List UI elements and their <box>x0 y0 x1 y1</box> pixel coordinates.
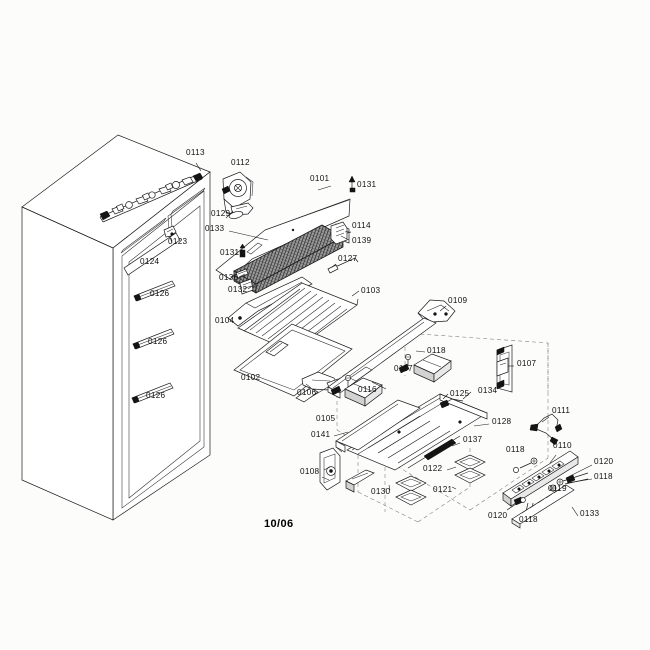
pad-0121-upper <box>395 475 427 492</box>
cabinet-top-slot-right <box>170 187 206 215</box>
screw-0131-lower <box>239 243 246 258</box>
clip-0132 <box>239 278 254 295</box>
part-callout-0137: 0137 <box>463 435 483 444</box>
part-callout-0123: 0123 <box>168 237 188 246</box>
clip-0136 <box>235 268 249 279</box>
part-callout-0126: 0126 <box>148 337 168 346</box>
screw-0116-left <box>345 375 351 387</box>
cabinet-side-face <box>21 206 114 521</box>
callout-label-layer: 0113 0123 0124 0126 0126 0126 0112 0129 0133 0101… <box>140 148 614 524</box>
part-callout-0129: 0129 <box>211 209 231 218</box>
control-strip-0110 <box>502 450 579 507</box>
part-callout-0131: 0131 <box>357 180 377 189</box>
pad-0122-lower <box>454 467 486 484</box>
screw-0119 <box>549 484 557 492</box>
part-callout-0139: 0139 <box>352 236 372 245</box>
part-callout-0126: 0126 <box>150 289 170 298</box>
duct-0104 <box>227 276 313 327</box>
part-callout-0125: 0125 <box>450 389 470 398</box>
rail-assembly-group <box>295 299 549 523</box>
part-callout-0120: 0120 <box>488 511 508 520</box>
cabinet-top-slot-left <box>120 217 167 254</box>
part-callout-0130: 0130 <box>371 487 391 496</box>
part-callout-0118: 0118 <box>594 472 613 481</box>
part-callout-0109: 0109 <box>448 296 468 305</box>
part-callout-0118: 0118 <box>506 445 525 454</box>
hinge-0108 <box>319 446 343 491</box>
part-callout-0136: 0136 <box>219 273 239 282</box>
part-callout-0106: 0106 <box>297 388 317 397</box>
screw-0131-top <box>348 175 356 193</box>
cabinet-liner-outline <box>121 190 205 509</box>
lower-rail-assembly <box>346 393 488 471</box>
cabinet-plate-0124 <box>123 232 181 276</box>
part-callout-0113: 0113 <box>186 148 205 157</box>
dark-strip-0137 <box>423 438 457 461</box>
pad-0122-upper <box>454 454 486 471</box>
part-callout-0127: 0127 <box>338 254 358 263</box>
part-callout-0103: 0103 <box>361 286 381 295</box>
fan-motor-housing-0112 <box>221 171 254 216</box>
cabinet-handle-0126-b <box>132 328 175 350</box>
frame-0141 <box>335 399 421 453</box>
cabinet-bracket-0123 <box>163 225 177 238</box>
cabinet-assembly <box>21 134 211 521</box>
wedge-block-0118 <box>413 353 452 383</box>
screw-0116-right <box>405 354 411 366</box>
part-callout-0110: 0110 <box>553 441 572 450</box>
cabinet-liner-inner <box>128 205 201 499</box>
part-callout-0118: 0118 <box>427 346 446 355</box>
part-callout-0111: 0111 <box>552 406 570 415</box>
part-callout-0112: 0112 <box>231 158 250 167</box>
rod-0127 <box>332 257 359 269</box>
part-callout-0124: 0124 <box>140 257 160 266</box>
control-panel-assembly <box>502 413 589 529</box>
part-callout-0131: 0131 <box>220 248 240 257</box>
wire-harness-0111 <box>529 413 563 446</box>
base-plate-0102 <box>233 323 353 397</box>
part-callout-0114: 0114 <box>352 221 371 230</box>
arrow-0117 <box>398 363 410 374</box>
part-callout-0105: 0105 <box>316 414 336 423</box>
arrow-0116 <box>330 385 342 396</box>
side-bracket-0107 <box>496 344 513 393</box>
part-callout-0128: 0128 <box>492 417 512 426</box>
part-callout-0104: 0104 <box>215 316 235 325</box>
part-callout-0132: 0132 <box>228 285 248 294</box>
condenser-assembly <box>215 171 359 327</box>
date-stamp: 10/06 <box>264 518 294 530</box>
part-callout-0117: 0117 <box>394 364 413 373</box>
part-callout-0126: 0126 <box>146 391 166 400</box>
part-callout-0116: 0116 <box>358 385 377 394</box>
clamp-0129 <box>228 202 254 219</box>
connector-block-0114 <box>330 221 352 245</box>
part-callout-0119: 0119 <box>548 484 567 493</box>
part-callout-0141: 0141 <box>311 430 331 439</box>
wedge-block-0117 <box>344 377 383 407</box>
pad-0121-lower <box>395 489 427 506</box>
top-cover-plate-0101 <box>215 198 351 280</box>
part-callout-0101: 0101 <box>310 174 330 183</box>
part-callout-0122: 0122 <box>423 464 443 473</box>
cabinet-top-trim-rail <box>99 172 204 223</box>
cabinet-handle-0126-a <box>133 280 176 302</box>
leader-lines <box>169 162 593 517</box>
trim-strip-0133 <box>511 484 575 529</box>
part-callout-0108: 0108 <box>300 467 320 476</box>
part-callout-0121: 0121 <box>433 485 453 494</box>
part-callout-0107: 0107 <box>517 359 537 368</box>
part-callout-0102: 0102 <box>241 373 261 382</box>
part-callout-0118: 0118 <box>519 515 538 524</box>
bracket-0130 <box>345 469 375 493</box>
part-callout-0133: 0133 <box>205 224 225 233</box>
part-callout-0134: 0134 <box>478 386 498 395</box>
screw-0118-top <box>513 457 538 473</box>
part-callout-0120: 0120 <box>594 457 614 466</box>
part-callout-0133: 0133 <box>580 509 600 518</box>
cabinet-handle-0126-c <box>131 382 174 404</box>
